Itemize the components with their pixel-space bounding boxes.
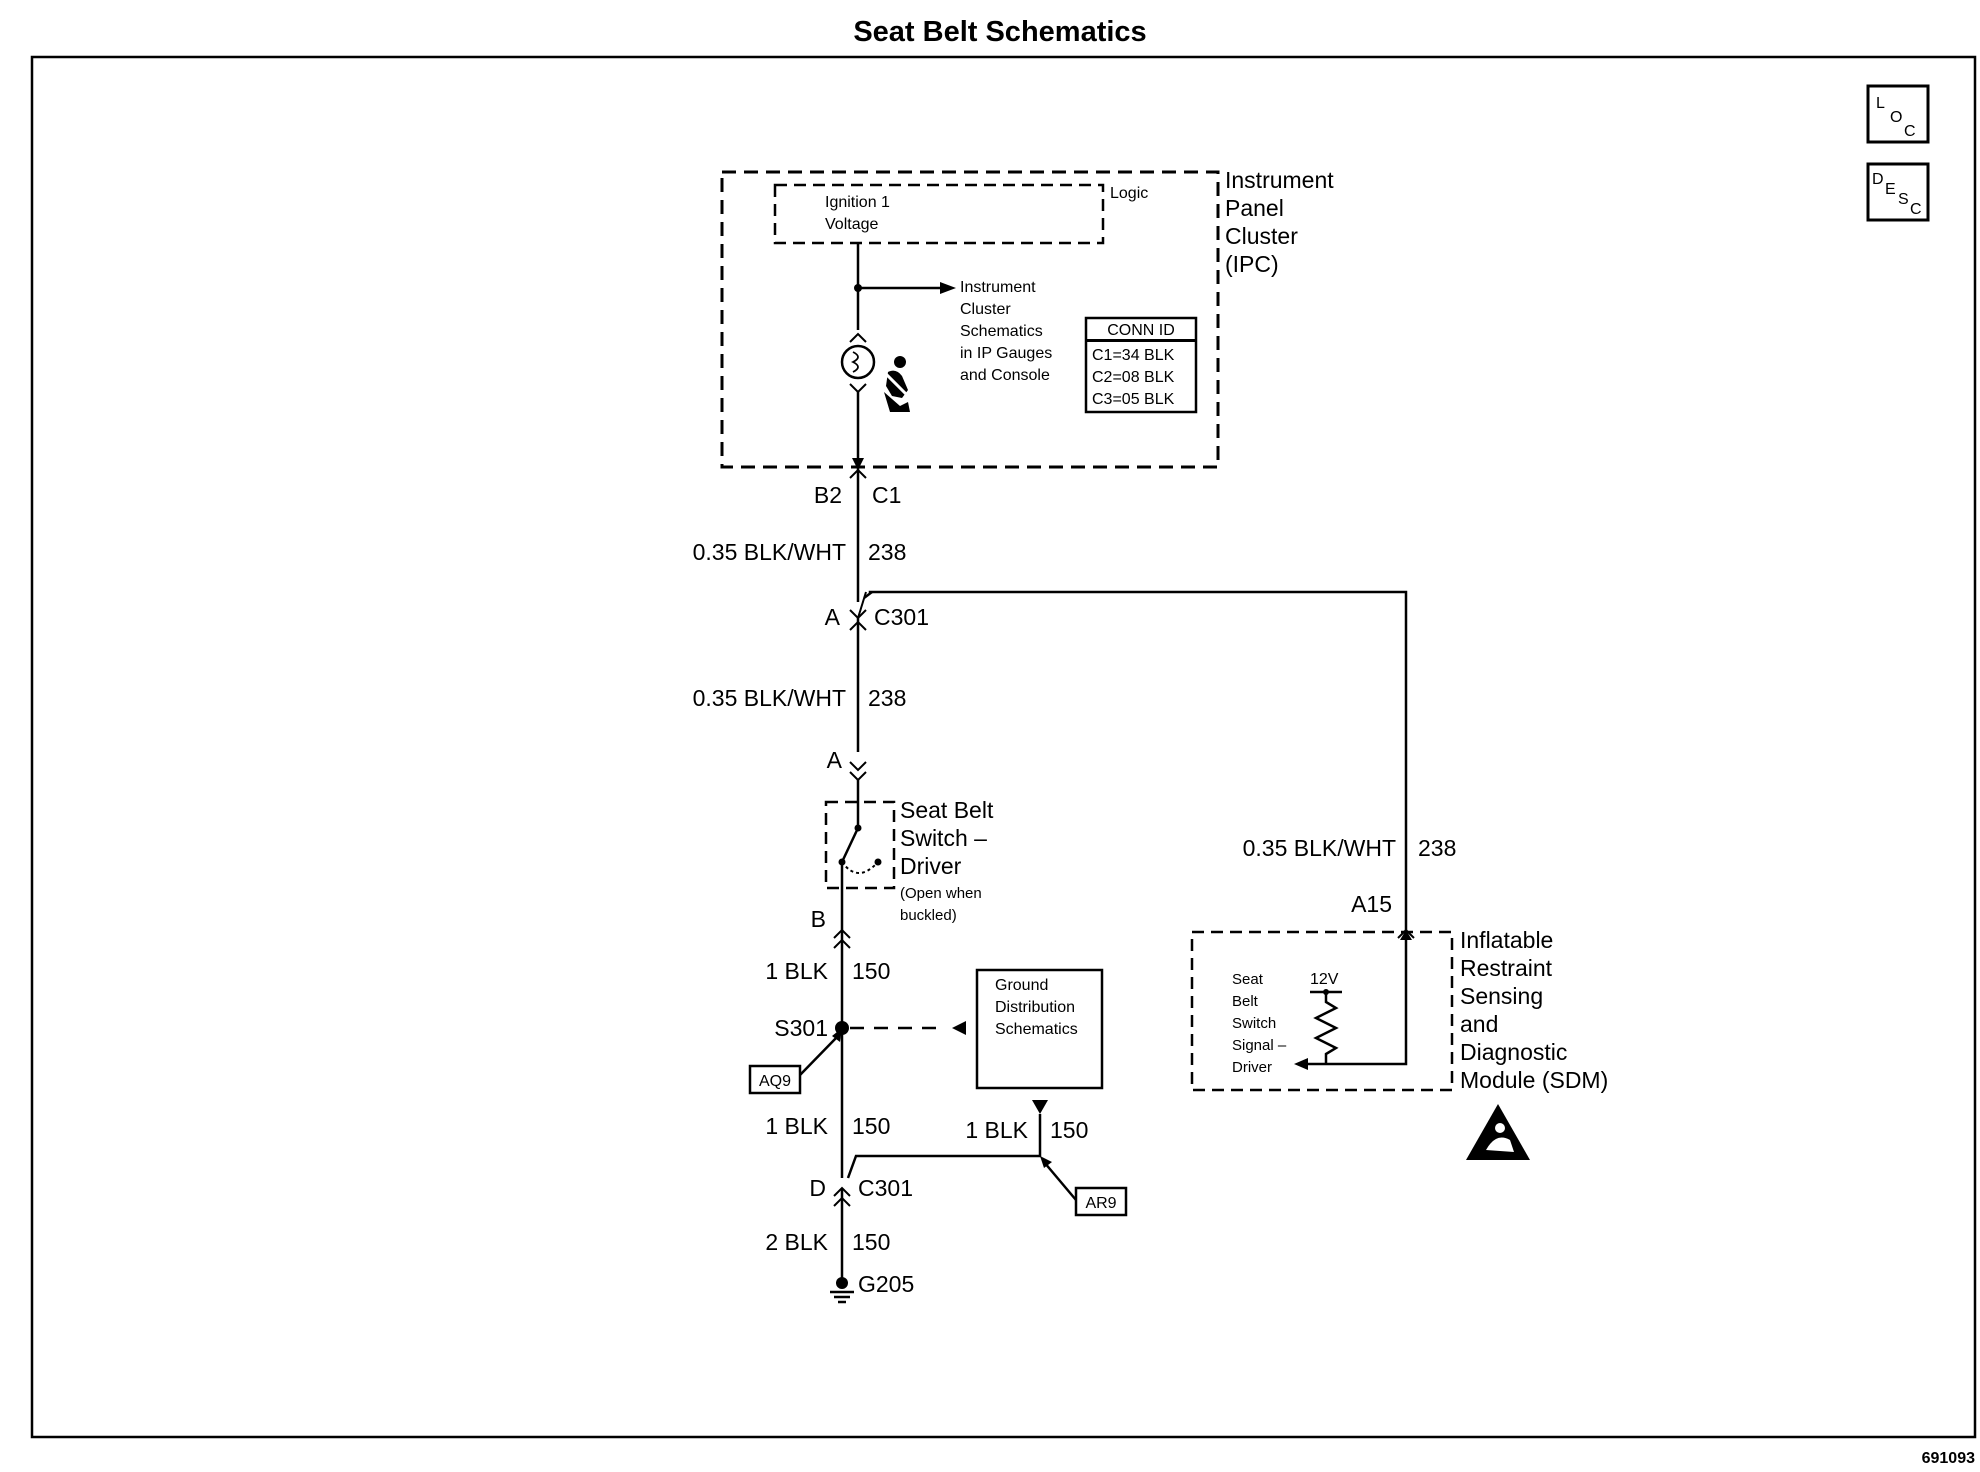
switch-note-line-1: (Open when — [900, 885, 982, 902]
svg-text:Distribution: Distribution — [995, 999, 1075, 1016]
ground-label: G205 — [858, 1271, 914, 1297]
wiring: B2 C1 0.35 BLK/WHT 238 A C301 0.35 BLK/W… — [693, 468, 1456, 1304]
c301-pin-a: A — [825, 604, 841, 630]
ref-line-3: Schematics — [960, 323, 1043, 340]
wire6-circuit: 150 — [1050, 1117, 1088, 1143]
switch-name-line-2: Switch – — [900, 825, 987, 851]
wire4-gauge: 1 BLK — [765, 958, 828, 984]
sdm-signal-line-4: Signal – — [1232, 1037, 1287, 1054]
svg-text:L: L — [1876, 95, 1885, 112]
ground-g205-icon — [830, 1277, 854, 1304]
svg-text:E: E — [1885, 181, 1896, 198]
conn-id-header: CONN ID — [1107, 322, 1175, 339]
sdm-name-line-1: Inflatable — [1460, 927, 1553, 953]
sdm-name-line-6: Module (SDM) — [1460, 1067, 1608, 1093]
pin-a15: A15 — [1351, 891, 1392, 917]
conn-row-3: C3=05 BLK — [1092, 391, 1175, 408]
switch-note-line-2: buckled) — [900, 907, 957, 924]
ref-arrow-icon — [940, 282, 956, 294]
sdm-voltage: 12V — [1310, 971, 1339, 988]
ignition-voltage-box — [773, 183, 1105, 245]
pullup-resistor-icon — [1313, 992, 1339, 1064]
wire5-gauge: 1 BLK — [765, 1113, 828, 1139]
wire3-gauge: 0.35 BLK/WHT — [1243, 835, 1396, 861]
sdm-name-line-3: Sensing — [1460, 983, 1543, 1009]
seat-belt-reminder-icon — [884, 356, 914, 412]
ref-line-4: in IP Gauges — [960, 345, 1052, 362]
ignition-line-1: Ignition 1 — [825, 194, 890, 211]
ground-ref-arrow-icon — [952, 1021, 966, 1035]
svg-text:S: S — [1898, 191, 1909, 208]
conn-id-table: CONN ID C1=34 BLK C2=08 BLK C3=05 BLK — [1084, 316, 1198, 414]
svg-text:AQ9: AQ9 — [759, 1073, 791, 1090]
c301-pin-d: D — [809, 1175, 826, 1201]
page-frame — [30, 55, 1977, 1439]
wire5-circuit: 150 — [852, 1113, 890, 1139]
splice-label: S301 — [774, 1015, 828, 1041]
svg-text:Ground: Ground — [995, 977, 1048, 994]
pin-b2: B2 — [814, 482, 842, 508]
c301-d-label: C301 — [858, 1175, 913, 1201]
ipc-name-line-3: Cluster — [1225, 223, 1298, 249]
ipc-boundary — [720, 170, 1220, 469]
sdm-module: 12V Seat Belt Switch Signal – Driver Inf… — [1190, 927, 1608, 1160]
svg-text:AR9: AR9 — [1085, 1195, 1116, 1212]
ground-distribution-ref[interactable]: Ground Distribution Schematics — [975, 968, 1104, 1090]
svg-text:C: C — [1904, 123, 1916, 140]
sdm-name-line-4: and — [1460, 1011, 1498, 1037]
ipc-name-line-1: Instrument — [1225, 167, 1334, 193]
airbag-warning-icon — [1466, 1104, 1530, 1160]
switch-name-line-1: Seat Belt — [900, 797, 994, 823]
sdm-signal-line-1: Seat — [1232, 971, 1264, 988]
sdm-name-line-5: Diagnostic — [1460, 1039, 1567, 1065]
ipc-module: Logic Ignition 1 Voltage Instrument Pane… — [720, 167, 1334, 470]
switch-pin-b: B — [811, 906, 826, 932]
switch-pin-a: A — [827, 747, 843, 773]
logic-label: Logic — [1110, 185, 1148, 202]
ipc-name-line-2: Panel — [1225, 195, 1284, 221]
ref-line-2: Cluster — [960, 301, 1011, 318]
conn-row-1: C1=34 BLK — [1092, 347, 1175, 364]
svg-text:Schematics: Schematics — [995, 1021, 1078, 1038]
figure-id: 691093 — [1922, 1450, 1975, 1467]
sdm-name-line-2: Restraint — [1460, 955, 1553, 981]
switch-name-line-3: Driver — [900, 853, 962, 879]
ref-line-5: and Console — [960, 367, 1050, 384]
wire2-circuit: 238 — [868, 685, 906, 711]
svg-text:O: O — [1890, 109, 1902, 126]
wire4-circuit: 150 — [852, 958, 890, 984]
wire7-circuit: 150 — [852, 1229, 890, 1255]
callout-aq9[interactable]: AQ9 — [748, 1028, 842, 1095]
ref-line-1: Instrument — [960, 279, 1036, 296]
wire1-circuit: 238 — [868, 539, 906, 565]
sdm-signal-line-2: Belt — [1232, 993, 1259, 1010]
wire1-gauge: 0.35 BLK/WHT — [693, 539, 846, 565]
wire6-gauge: 1 BLK — [965, 1117, 1028, 1143]
wire2-gauge: 0.35 BLK/WHT — [693, 685, 846, 711]
sdm-signal-line-3: Switch — [1232, 1015, 1276, 1032]
sdm-signal-line-5: Driver — [1232, 1059, 1272, 1076]
indicator-lamp-icon — [840, 344, 876, 380]
loc-icon[interactable]: L O C — [1866, 84, 1930, 144]
ipc-name-line-4: (IPC) — [1225, 251, 1279, 277]
conn-row-2: C2=08 BLK — [1092, 369, 1175, 386]
page-title: Seat Belt Schematics — [853, 16, 1146, 48]
wire3-circuit: 238 — [1418, 835, 1456, 861]
svg-text:D: D — [1872, 171, 1884, 188]
svg-text:C: C — [1910, 201, 1922, 218]
ignition-line-2: Voltage — [825, 216, 878, 233]
c301-label: C301 — [874, 604, 929, 630]
switch-contact-icon — [840, 827, 860, 863]
desc-icon[interactable]: D E S C — [1866, 162, 1930, 222]
callout-ar9[interactable]: AR9 — [1040, 1156, 1128, 1217]
seat-belt-switch: Seat Belt Switch – Driver (Open when buc… — [824, 780, 994, 930]
wire7-gauge: 2 BLK — [765, 1229, 828, 1255]
pin-c1: C1 — [872, 482, 901, 508]
